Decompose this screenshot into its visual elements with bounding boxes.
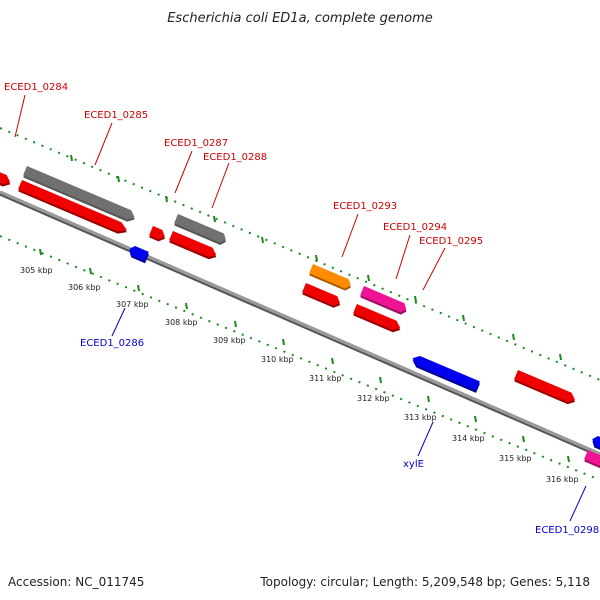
leader-0294 xyxy=(395,234,411,280)
kbp-label: 315 kbp xyxy=(499,454,532,463)
leader-0293 xyxy=(341,213,359,258)
gene-feature-0286[interactable] xyxy=(127,244,150,264)
inner-major-ticks xyxy=(39,248,570,463)
kbp-label: 313 kbp xyxy=(404,413,437,422)
gene-label-0286[interactable]: ECED1_0286 xyxy=(80,338,144,349)
gene-feature-0285[interactable] xyxy=(22,166,137,224)
gene-feature-0288[interactable] xyxy=(173,214,228,247)
kbp-label: 309 kbp xyxy=(213,336,246,345)
kbp-label: 306 kbp xyxy=(68,283,101,292)
inner-major-tick xyxy=(137,284,140,292)
outer-major-tick xyxy=(559,353,562,361)
map-title: Escherichia coli ED1a, complete genome xyxy=(167,11,433,26)
inner-major-tick xyxy=(522,435,525,443)
outer-major-tick xyxy=(117,175,120,183)
inner-major-tick xyxy=(567,455,570,463)
gene-label-0294[interactable]: ECED1_0294 xyxy=(383,222,447,233)
outer-major-tick xyxy=(462,314,465,322)
gene-label-0295[interactable]: ECED1_0295 xyxy=(419,236,483,247)
gene-feature-0293[interactable] xyxy=(308,264,353,292)
leader-0288 xyxy=(211,162,230,209)
outer-major-tick xyxy=(165,195,168,203)
gene-features xyxy=(0,166,600,471)
outer-major-tick xyxy=(367,274,370,282)
gene-feature-0295[interactable] xyxy=(352,304,403,335)
gene-feature-red[interactable] xyxy=(168,231,219,262)
inner-major-tick xyxy=(427,395,430,403)
leader-0287 xyxy=(174,150,193,194)
gene-feature-0287[interactable] xyxy=(148,226,167,243)
gene-label-0285[interactable]: ECED1_0285 xyxy=(84,110,148,121)
gene-label-0288[interactable]: ECED1_0288 xyxy=(203,152,267,163)
outer-major-tick xyxy=(512,333,515,341)
gene-feature-0284[interactable] xyxy=(0,168,13,189)
gene-feature-xyle[interactable] xyxy=(410,354,481,393)
inner-major-tick xyxy=(39,248,42,256)
kbp-label: 308 kbp xyxy=(165,318,198,327)
kbp-label: 312 kbp xyxy=(357,394,390,403)
outer-major-tick xyxy=(213,215,216,223)
leader-0286 xyxy=(111,307,126,337)
outer-major-ticks xyxy=(70,154,562,361)
gene-labels: ECED1_0284 ECED1_0285 ECED1_0287 ECED1_0… xyxy=(4,82,599,536)
topology-text: Topology: circular; Length: 5,209,548 bp… xyxy=(259,575,590,589)
leader-0295 xyxy=(422,247,446,291)
outer-major-tick xyxy=(261,236,264,244)
gene-feature-0294[interactable] xyxy=(359,286,409,316)
kbp-labels: 305 kbp 306 kbp 307 kbp 308 kbp 309 kbp … xyxy=(20,266,579,484)
inner-major-tick xyxy=(379,376,382,384)
kbp-label: 316 kbp xyxy=(546,475,579,484)
gene-feature-red[interactable] xyxy=(17,180,129,237)
gene-feature-blue[interactable] xyxy=(590,434,600,453)
inner-major-tick xyxy=(89,267,92,275)
inner-major-tick xyxy=(331,357,334,365)
leader-xyle xyxy=(417,421,434,457)
gene-feature-red[interactable] xyxy=(513,370,578,406)
gene-feature-0298[interactable] xyxy=(583,450,600,471)
kbp-label: 314 kbp xyxy=(452,434,485,443)
kbp-label: 307 kbp xyxy=(116,300,149,309)
gene-label-0287[interactable]: ECED1_0287 xyxy=(164,138,228,149)
outer-major-tick xyxy=(315,254,318,262)
gene-label-xyle[interactable]: xylE xyxy=(403,459,424,470)
inner-major-tick xyxy=(474,415,477,423)
inner-major-tick xyxy=(282,338,285,346)
kbp-label: 305 kbp xyxy=(20,266,53,275)
label-leader-lines xyxy=(14,94,587,522)
genome-backbone xyxy=(0,190,600,456)
outer-tick-track xyxy=(0,127,600,381)
accession-text: Accession: NC_011745 xyxy=(8,575,144,589)
gene-label-0293[interactable]: ECED1_0293 xyxy=(333,201,397,212)
leader-0298 xyxy=(569,485,587,522)
outer-major-tick xyxy=(70,154,73,162)
gene-feature-red[interactable] xyxy=(301,283,343,310)
inner-major-tick xyxy=(185,302,188,310)
kbp-label: 311 kbp xyxy=(309,374,342,383)
kbp-label: 310 kbp xyxy=(261,355,294,364)
leader-0285 xyxy=(94,122,113,166)
gene-label-0284[interactable]: ECED1_0284 xyxy=(4,82,68,93)
inner-major-tick xyxy=(234,320,237,328)
outer-major-tick xyxy=(414,295,417,303)
gene-label-0298[interactable]: ECED1_0298 xyxy=(535,525,599,536)
leader-0284 xyxy=(14,94,26,138)
